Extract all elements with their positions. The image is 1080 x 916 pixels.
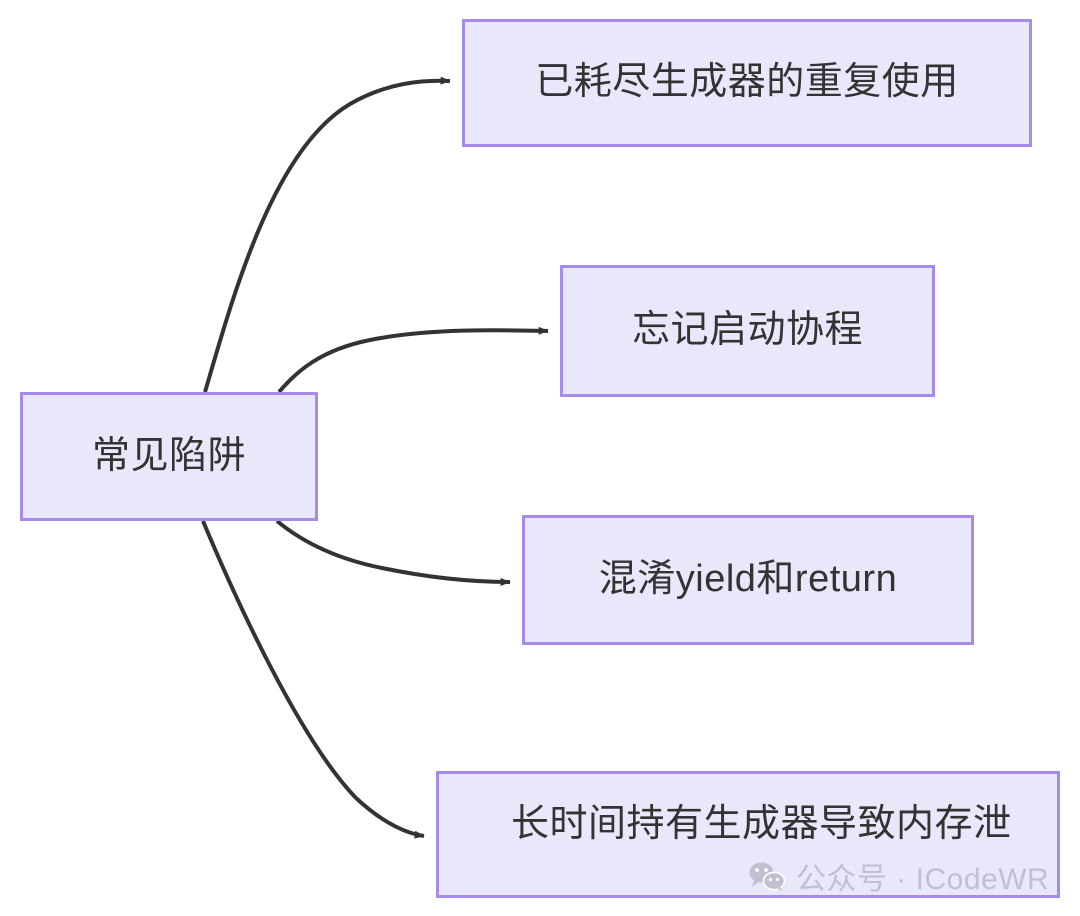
node-forget-start-coroutine[interactable]: 忘记启动协程 bbox=[560, 265, 935, 397]
edge-root-to-yield-return bbox=[275, 519, 511, 586]
node-long-held-generator-memory-leak-label: 长时间持有生成器导致内存泄 bbox=[511, 802, 1012, 845]
edge-root-to-memory-leak bbox=[201, 520, 425, 839]
node-root[interactable]: 常见陷阱 bbox=[20, 392, 318, 521]
edge-root-to-forget-start bbox=[277, 326, 549, 394]
node-root-label: 常见陷阱 bbox=[91, 434, 246, 477]
node-long-held-generator-memory-leak[interactable]: 长时间持有生成器导致内存泄 bbox=[436, 771, 1060, 898]
edge-root-to-exhausted bbox=[203, 76, 451, 393]
node-confuse-yield-return[interactable]: 混淆yield和return bbox=[522, 515, 974, 645]
node-confuse-yield-return-label: 混淆yield和return bbox=[598, 558, 898, 601]
node-exhausted-generator-reuse[interactable]: 已耗尽生成器的重复使用 bbox=[462, 19, 1032, 147]
node-exhausted-generator-reuse-label: 已耗尽生成器的重复使用 bbox=[535, 61, 959, 104]
node-forget-start-coroutine-label: 忘记启动协程 bbox=[631, 309, 863, 352]
